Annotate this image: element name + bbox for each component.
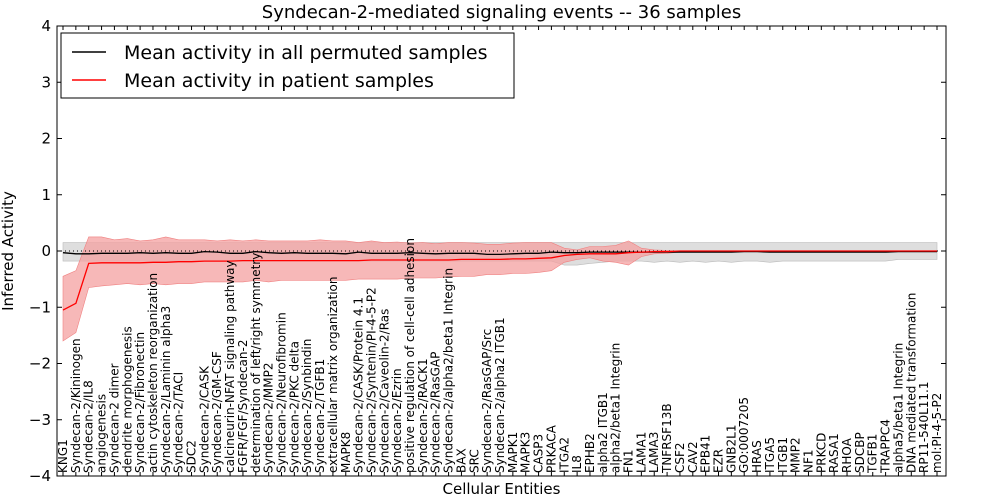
x-tick-label: DNA mediated transformation [904, 293, 918, 473]
x-tick-label: Syndecan-2/Fibronectin [133, 332, 147, 473]
x-tick-label: ITGA2 [557, 437, 571, 473]
x-axis-label: Cellular Entities [443, 480, 561, 498]
x-tick-label: alpha2 ITGB1 [596, 392, 610, 473]
x-tick-label: PRKACA [544, 424, 558, 473]
x-tick-label: GNB2L1 [724, 425, 738, 473]
x-tick-label: Syndecan-2/IL8 [82, 380, 96, 473]
x-tick-label: CASP3 [532, 434, 546, 473]
y-tick-label: 2 [41, 130, 51, 148]
x-tick-label: Syndecan-2/Synbindin [300, 339, 314, 473]
patient-mean-line [62, 250, 937, 311]
x-tick-label: TGFB1 [866, 434, 880, 474]
x-tick-label: EPB41 [699, 435, 713, 473]
chart-title: Syndecan-2-mediated signaling events -- … [262, 2, 741, 23]
x-tick-label: Syndecan-2/RACK1 [416, 358, 430, 473]
legend-label-permuted: Mean activity in all permuted samples [124, 42, 487, 64]
legend-label-patient: Mean activity in patient samples [124, 70, 434, 92]
y-tick-label: −1 [29, 298, 51, 316]
x-tick-label: HRAS [750, 440, 764, 473]
x-tick-label: Syndecan-2/Kininogen [69, 338, 83, 473]
x-tick-label: NF1 [802, 449, 816, 473]
x-tick-label: EPHB2 [583, 433, 597, 473]
x-tick-label: EZR [712, 449, 726, 473]
y-tick-label: 0 [41, 242, 51, 260]
x-tick-label: GO:0007205 [737, 397, 751, 473]
y-tick-label: 4 [41, 17, 51, 35]
x-tick-label: Syndecan-2/Laminin alpha3 [159, 306, 173, 473]
y-tick-label: 1 [41, 186, 51, 204]
x-tick-label: Syndecan-2/Syntenin/PI-4-5-P2 [365, 287, 379, 473]
x-tick-label: PRKCD [814, 433, 828, 473]
x-tick-label: MAPK3 [519, 432, 533, 473]
x-tick-label: determination of left/right symmetry [249, 253, 263, 473]
x-tick-label: angiogenesis [95, 394, 109, 473]
x-tick-label: SDC2 [185, 440, 199, 473]
x-tick-label: alpha2/beta1 Integrin [609, 343, 623, 473]
x-tick-label: BAX [454, 448, 468, 473]
x-tick-label: Syndecan-2/Neurofibromin [275, 312, 289, 473]
x-tick-label: calcineurin-NFAT signaling pathway [223, 260, 237, 473]
x-tick-label: Syndecan-2/RasGAP [429, 352, 443, 473]
x-tick-label: TRAPPC4 [879, 419, 893, 474]
x-tick-label: ITGA5 [763, 437, 777, 473]
x-tick-label: FGFR/FGF/Syndecan-2 [236, 340, 250, 473]
x-tick-label: Syndecan-2/CASK/Protein 4.1 [352, 297, 366, 473]
permuted-mean-line [62, 250, 937, 256]
legend-box [60, 32, 515, 99]
x-tick-label: RHOA [840, 437, 854, 473]
y-tick-label: −2 [29, 355, 51, 373]
x-tick-label: Syndecan-2/alpha2 ITGB1 [493, 317, 507, 473]
y-tick-label: −4 [29, 467, 51, 485]
series-lines [62, 250, 937, 311]
x-tick-label: dendrite morphogenesis [120, 326, 134, 473]
x-tick-label: SDCBP [853, 432, 867, 473]
x-tick-label: Syndecan-2/CASK [197, 365, 211, 473]
x-tick-label: Syndecan-2/TGFB1 [313, 359, 327, 473]
x-tick-label: KNG1 [56, 439, 70, 473]
x-tick-label: MAPK1 [506, 432, 520, 473]
x-tick-label: Syndecan-2/Caveolin-2/Ras [377, 309, 391, 473]
y-tick-label: −3 [29, 411, 51, 429]
x-tick-label: CSF2 [673, 442, 687, 473]
x-tick-label: RASA1 [827, 433, 841, 473]
x-tick-label: TNFRSF13B [660, 403, 674, 474]
y-axis-label: Inferred Activity [0, 191, 17, 311]
x-tick-label: SRC [467, 449, 481, 473]
x-tick-label: Syndecan-2/RasGAP/Src [480, 329, 494, 473]
x-tick-label: IL8 [570, 455, 584, 473]
x-tick-label: extracellular matrix organization [326, 277, 340, 474]
x-tick-label: Syndecan-2 dimer [107, 363, 121, 473]
y-axis-ticks: 4 3 2 1 0 −1 −2 −3 −4 [29, 17, 946, 485]
x-tick-label: FN1 [622, 449, 636, 473]
x-tick-label: Syndecan-2/Ezrin [390, 368, 404, 473]
x-tick-label: LAMA3 [647, 432, 661, 473]
x-tick-label: MMP2 [789, 437, 803, 473]
x-tick-label: ITGB1 [776, 437, 790, 473]
x-tick-label: RP11-540L11.1 [917, 382, 931, 473]
x-tick-label: Syndecan-2/alpha2/beta1 Integrin [442, 268, 456, 473]
legend: Mean activity in all permuted samples Me… [60, 32, 515, 99]
x-tick-label: positive regulation of cell-cell adhesio… [403, 238, 417, 473]
x-tick-label: Syndecan-2/MMP2 [262, 363, 276, 473]
x-tick-label: mol:PI-4-5-P2 [930, 393, 944, 473]
x-tick-label: actin cytoskeleton reorganization [146, 273, 160, 473]
x-tick-label: Syndecan-2/GM-CSF [210, 351, 224, 473]
x-tick-label: CAV2 [686, 441, 700, 473]
x-tick-label: Syndecan-2/PKC delta [287, 341, 301, 473]
y-tick-label: 3 [41, 73, 51, 91]
x-tick-label: alpha5/beta1 Integrin [891, 343, 905, 473]
x-tick-label: Syndecan-2/TACI [172, 372, 186, 473]
x-tick-label: LAMA1 [634, 432, 648, 473]
x-tick-label: MAPK8 [339, 432, 353, 473]
x-axis-ticks: KNG1Syndecan-2/KininogenSyndecan-2/IL8an… [56, 26, 944, 476]
